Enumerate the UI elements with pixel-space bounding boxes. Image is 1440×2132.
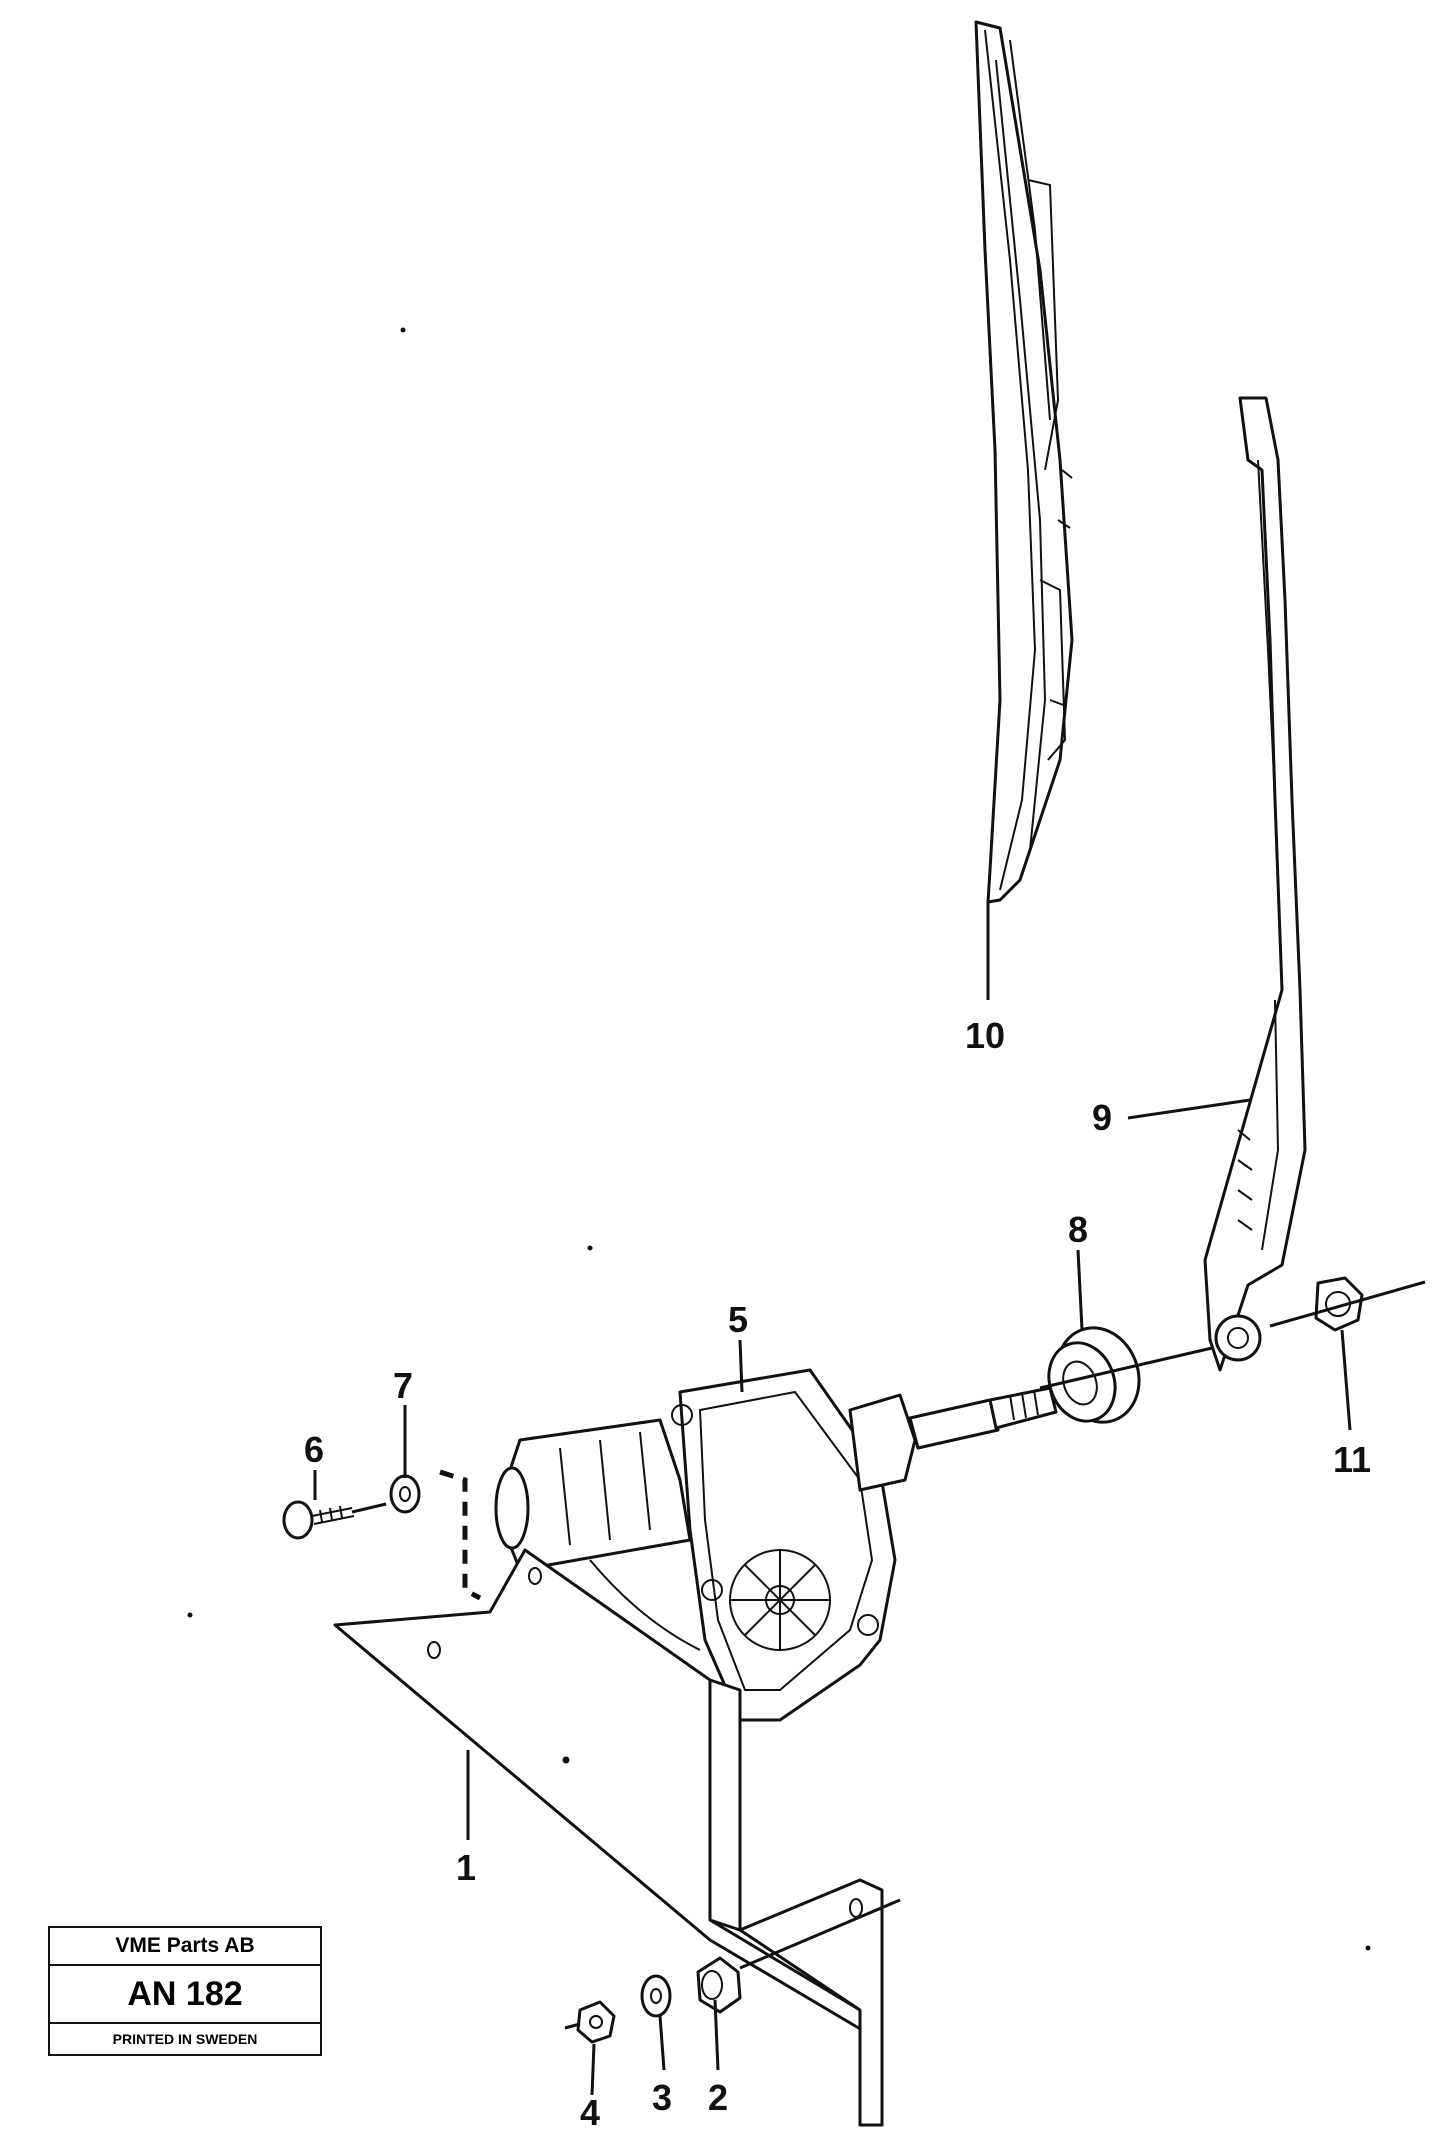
callout-10: 10	[965, 1015, 1005, 1056]
callout-9: 9	[1092, 1097, 1112, 1138]
callout-3: 3	[652, 2077, 672, 2118]
callout-8: 8	[1068, 1209, 1088, 1250]
lower-nut	[576, 2000, 616, 2044]
printed-note: PRINTED IN SWEDEN	[112, 2031, 258, 2047]
wiper-arm	[1203, 396, 1307, 1372]
screw	[282, 1500, 355, 1540]
title-block: VME Parts AB AN 182 PRINTED IN SWEDEN	[48, 1926, 322, 2056]
callout-7: 7	[393, 1365, 413, 1406]
spacer-sleeve	[696, 1956, 742, 2014]
callout-2: 2	[708, 2077, 728, 2118]
washer	[389, 1474, 421, 1514]
drawing-number: AN 182	[50, 1966, 320, 2024]
callout-11: 11	[1333, 1439, 1371, 1480]
callout-4: 4	[580, 2092, 600, 2132]
callout-6: 6	[304, 1429, 324, 1470]
mounting-bracket	[333, 1548, 884, 2127]
callout-1: 1	[456, 1847, 476, 1888]
callout-5: 5	[728, 1299, 748, 1340]
wiper-blade	[974, 20, 1074, 904]
nut	[1314, 1276, 1364, 1332]
wiper-motor	[494, 1368, 1058, 1722]
company-name: VME Parts AB	[50, 1928, 320, 1966]
dashed-connector	[439, 1469, 482, 1601]
lower-washer	[640, 1974, 672, 2018]
